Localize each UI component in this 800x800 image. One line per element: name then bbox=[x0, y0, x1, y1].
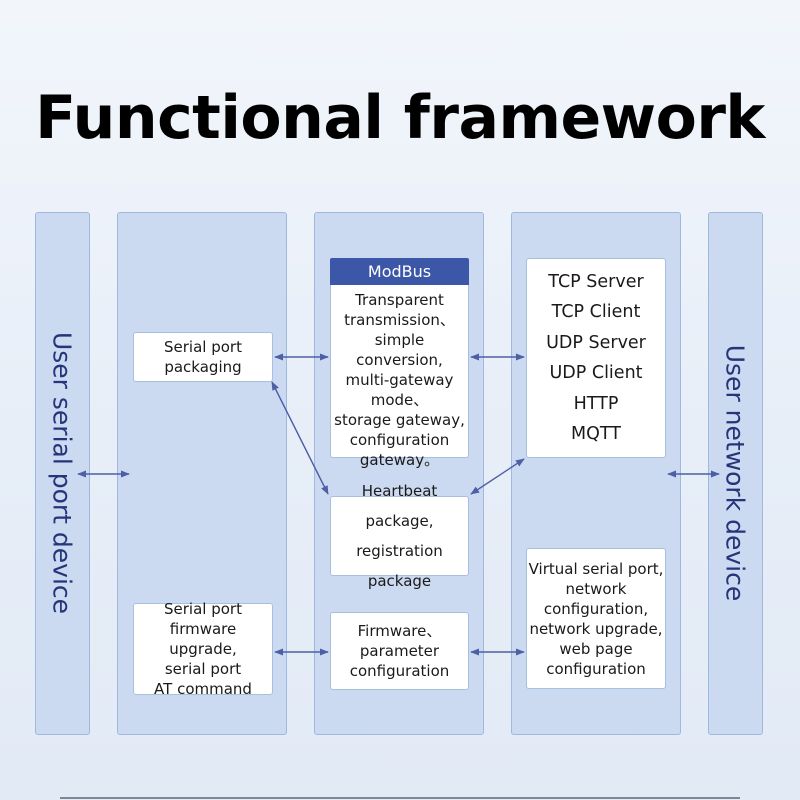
virtual-serial-box: Virtual serial port, network configurati… bbox=[526, 548, 666, 689]
page-title: Functional framework bbox=[35, 83, 765, 153]
modbus-header: ModBus bbox=[330, 258, 469, 285]
arrow-packaging-heartbeat bbox=[271, 381, 329, 495]
protocols-box: TCP Server TCP Client UDP Server UDP Cli… bbox=[526, 258, 666, 458]
serial-upgrade-box: Serial port firmware upgrade, serial por… bbox=[133, 600, 273, 698]
arrow-heartbeat-protocols bbox=[470, 458, 525, 495]
heartbeat-box: Heartbeat package, registration package bbox=[330, 482, 469, 590]
firmware-box: Firmware、 parameter configuration bbox=[330, 612, 469, 690]
serial-port-packaging-box: Serial port packaging bbox=[133, 332, 273, 382]
modbus-box: Transparent transmission、 simple convers… bbox=[330, 285, 469, 469]
bottom-divider bbox=[60, 797, 740, 799]
